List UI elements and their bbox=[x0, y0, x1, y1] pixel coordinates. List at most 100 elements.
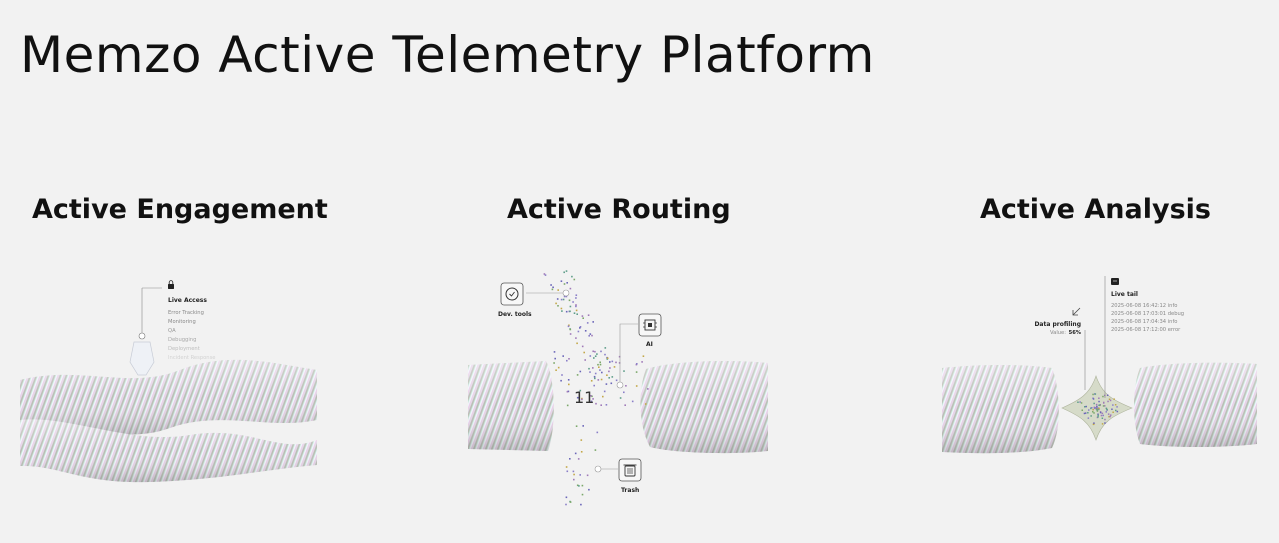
particle bbox=[601, 371, 603, 374]
particle bbox=[592, 350, 594, 353]
particle bbox=[1095, 403, 1098, 406]
menu-item-incident-response[interactable]: Incident Response bbox=[168, 355, 215, 361]
particle bbox=[550, 284, 552, 286]
particle bbox=[1102, 395, 1104, 398]
particle bbox=[590, 400, 593, 403]
particle bbox=[605, 383, 608, 385]
particle bbox=[598, 366, 600, 368]
particle bbox=[1095, 407, 1097, 409]
analysis-visual: Data profiling Value: 56% Live tail 2025… bbox=[942, 276, 1257, 454]
particle bbox=[575, 425, 578, 427]
particle bbox=[1097, 414, 1099, 417]
particle bbox=[1104, 418, 1106, 421]
particle bbox=[575, 305, 577, 308]
particle bbox=[579, 474, 581, 476]
particle bbox=[1092, 411, 1094, 413]
particle bbox=[593, 384, 595, 387]
particle bbox=[1083, 412, 1086, 415]
particle bbox=[553, 362, 555, 364]
menu-item-monitoring[interactable]: Monitoring bbox=[168, 319, 196, 325]
particle bbox=[615, 361, 617, 364]
log-line: 2025-06-08 17:04:34 info bbox=[1111, 319, 1177, 325]
trash-node[interactable]: Trash bbox=[618, 458, 642, 494]
particle bbox=[562, 355, 564, 357]
particle bbox=[1110, 414, 1112, 416]
particle bbox=[1094, 407, 1096, 409]
particle bbox=[556, 298, 559, 300]
particle bbox=[563, 271, 565, 274]
particle bbox=[569, 458, 571, 460]
particle bbox=[544, 274, 547, 276]
particle bbox=[571, 275, 573, 278]
particle bbox=[1107, 400, 1109, 403]
particle bbox=[592, 321, 594, 323]
particle bbox=[575, 294, 578, 296]
menu-item-error-tracking[interactable]: Error Tracking bbox=[168, 310, 204, 316]
dev-tools-node[interactable]: Dev. tools bbox=[498, 282, 532, 318]
particle bbox=[600, 378, 603, 381]
particle bbox=[1107, 413, 1110, 415]
particle bbox=[589, 355, 592, 357]
particle bbox=[580, 439, 583, 441]
ai-node[interactable]: AI bbox=[638, 313, 662, 348]
particle bbox=[615, 379, 618, 382]
particle bbox=[552, 286, 554, 289]
particle bbox=[561, 374, 563, 376]
particle bbox=[565, 466, 568, 468]
particle bbox=[568, 299, 571, 302]
dev-tools-label: Dev. tools bbox=[498, 311, 532, 318]
particle bbox=[581, 484, 584, 487]
menu-item-deployment[interactable]: Deployment bbox=[168, 346, 200, 352]
terminal-icon bbox=[1111, 278, 1119, 285]
particle bbox=[592, 367, 594, 369]
particle bbox=[563, 283, 566, 285]
particle bbox=[567, 325, 570, 328]
profiling-particles bbox=[1077, 393, 1119, 426]
particle bbox=[575, 297, 577, 299]
column-title-routing: Active Routing bbox=[507, 194, 731, 225]
particle bbox=[577, 458, 580, 460]
particle bbox=[567, 390, 570, 393]
particle bbox=[576, 342, 578, 345]
particle bbox=[1079, 401, 1081, 403]
routing-counter: 11 bbox=[574, 388, 594, 407]
particle bbox=[618, 355, 621, 358]
particle bbox=[594, 449, 597, 451]
particle bbox=[591, 395, 593, 398]
particle bbox=[1096, 407, 1099, 409]
particle bbox=[594, 355, 597, 357]
engagement-visual: Live Access Error Tracking Monitoring QA… bbox=[20, 280, 317, 483]
particle bbox=[583, 351, 585, 354]
particle bbox=[1093, 402, 1095, 405]
particle bbox=[562, 298, 565, 301]
particle bbox=[623, 370, 625, 372]
particle bbox=[1088, 409, 1090, 411]
particle bbox=[573, 478, 575, 481]
particle bbox=[635, 385, 638, 387]
particle bbox=[613, 366, 616, 368]
particle bbox=[1105, 411, 1107, 413]
particle bbox=[1098, 408, 1100, 411]
trash-icon bbox=[623, 464, 637, 477]
particle bbox=[576, 484, 579, 487]
live-access-title: Live Access bbox=[168, 297, 207, 304]
particle bbox=[1112, 411, 1114, 413]
particle bbox=[554, 357, 556, 360]
particle bbox=[565, 503, 567, 506]
particle bbox=[1085, 405, 1087, 408]
particle bbox=[581, 398, 583, 401]
particle bbox=[611, 360, 614, 363]
particle bbox=[1102, 414, 1104, 417]
particle bbox=[599, 369, 601, 371]
menu-item-qa[interactable]: QA bbox=[168, 328, 176, 334]
particle bbox=[566, 282, 568, 284]
particle bbox=[1115, 409, 1117, 412]
particle bbox=[596, 353, 598, 355]
particle bbox=[618, 362, 621, 364]
particle bbox=[1095, 408, 1098, 410]
particle bbox=[1098, 397, 1100, 399]
particle bbox=[569, 310, 571, 313]
particle bbox=[1093, 412, 1095, 414]
particle bbox=[1109, 399, 1112, 402]
menu-item-debugging[interactable]: Debugging bbox=[168, 337, 196, 343]
